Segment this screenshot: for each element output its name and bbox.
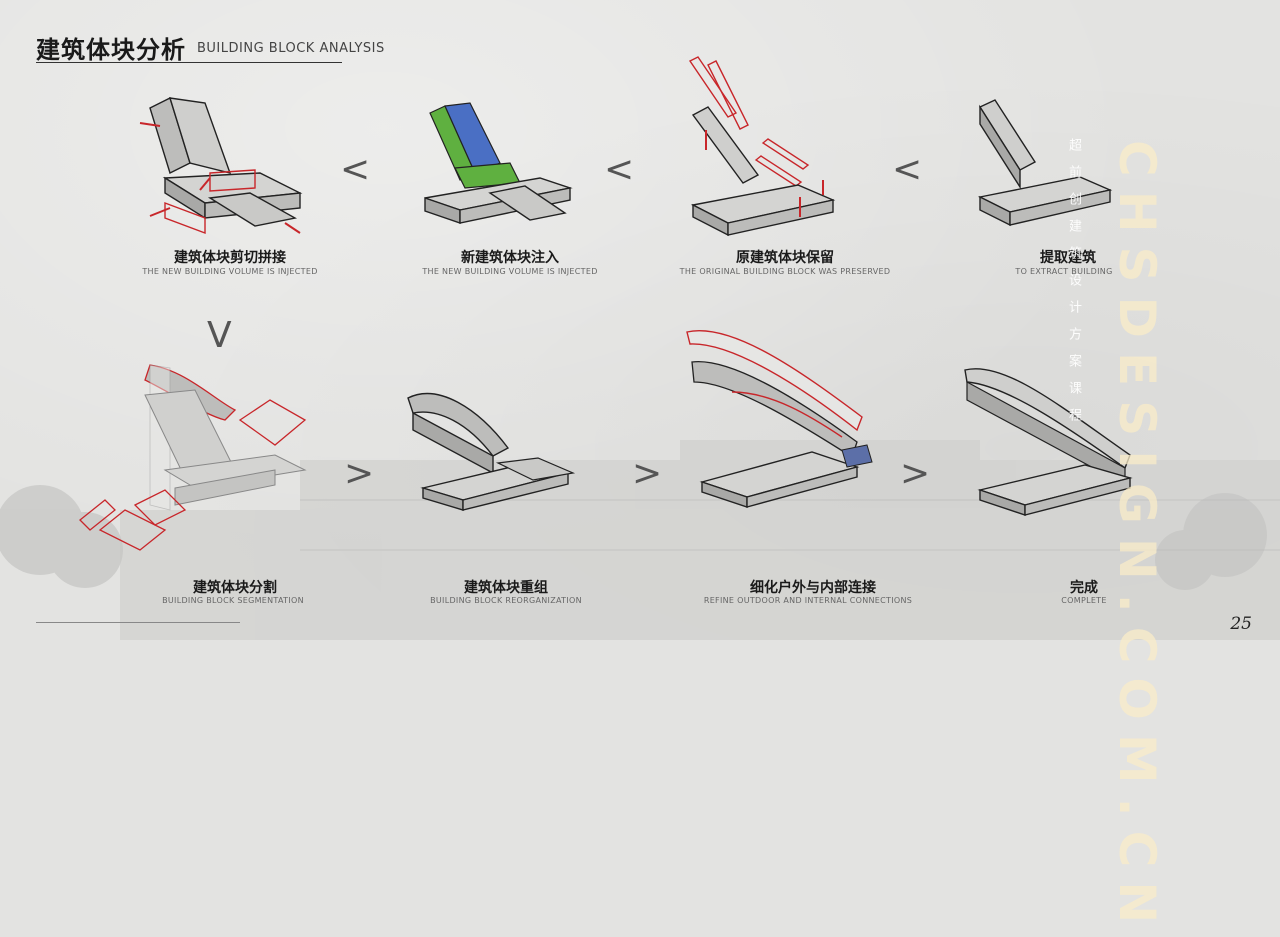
step-subtitle-5: BUILDING BLOCK SEGMENTATION — [162, 596, 304, 605]
page-number: 25 — [1230, 614, 1252, 634]
arrow-left-2: < — [604, 149, 635, 190]
diagram-segmentation — [75, 360, 315, 551]
step-title-3: 原建筑体块保留 — [736, 250, 834, 266]
arrow-right-3: > — [900, 453, 931, 494]
footer-rule — [36, 622, 240, 623]
diagram-cut-splice — [110, 78, 350, 268]
arrow-left-1: < — [340, 149, 371, 190]
step-title-7: 细化户外与内部连接 — [750, 580, 876, 596]
step-title-5: 建筑体块分割 — [193, 580, 277, 596]
title-underline — [36, 62, 342, 63]
diagram-new-volume-injected — [400, 88, 640, 278]
page-title: 建筑体块分析 — [36, 36, 186, 64]
step-subtitle-1: THE NEW BUILDING VOLUME IS INJECTED — [142, 267, 318, 276]
step-subtitle-6: BUILDING BLOCK REORGANIZATION — [430, 596, 582, 605]
page-subtitle: BUILDING BLOCK ANALYSIS — [197, 41, 385, 56]
step-subtitle-8: COMPLETE — [1061, 596, 1107, 605]
arrow-down: V — [207, 315, 232, 356]
diagram-reorganization — [398, 378, 638, 568]
diagram-refine-connections — [672, 322, 912, 512]
arrow-left-3: < — [892, 149, 923, 190]
step-title-4: 提取建筑 — [1040, 250, 1096, 266]
watermark-brand: CHSDESIGN.COM.CN — [1108, 140, 1166, 937]
arrow-right-2: > — [632, 453, 663, 494]
watermark-tagline: 超前创建筑设计方案课程 — [1066, 138, 1081, 435]
step-title-8: 完成 — [1070, 580, 1098, 596]
arrow-right-1: > — [344, 453, 375, 494]
step-title-2: 新建筑体块注入 — [461, 250, 559, 266]
step-subtitle-3: THE ORIGINAL BUILDING BLOCK WAS PRESERVE… — [679, 267, 891, 276]
step-subtitle-4: TO EXTRACT BUILDING — [1015, 267, 1113, 276]
diagram-complete — [955, 360, 1195, 550]
step-title-6: 建筑体块重组 — [464, 580, 548, 596]
diagram-extract-building — [960, 92, 1200, 282]
diagram-original-preserved — [668, 55, 908, 245]
step-title-1: 建筑体块剪切拼接 — [174, 250, 286, 266]
step-subtitle-7: REFINE OUTDOOR AND INTERNAL CONNECTIONS — [703, 596, 913, 605]
step-subtitle-2: THE NEW BUILDING VOLUME IS INJECTED — [422, 267, 598, 276]
